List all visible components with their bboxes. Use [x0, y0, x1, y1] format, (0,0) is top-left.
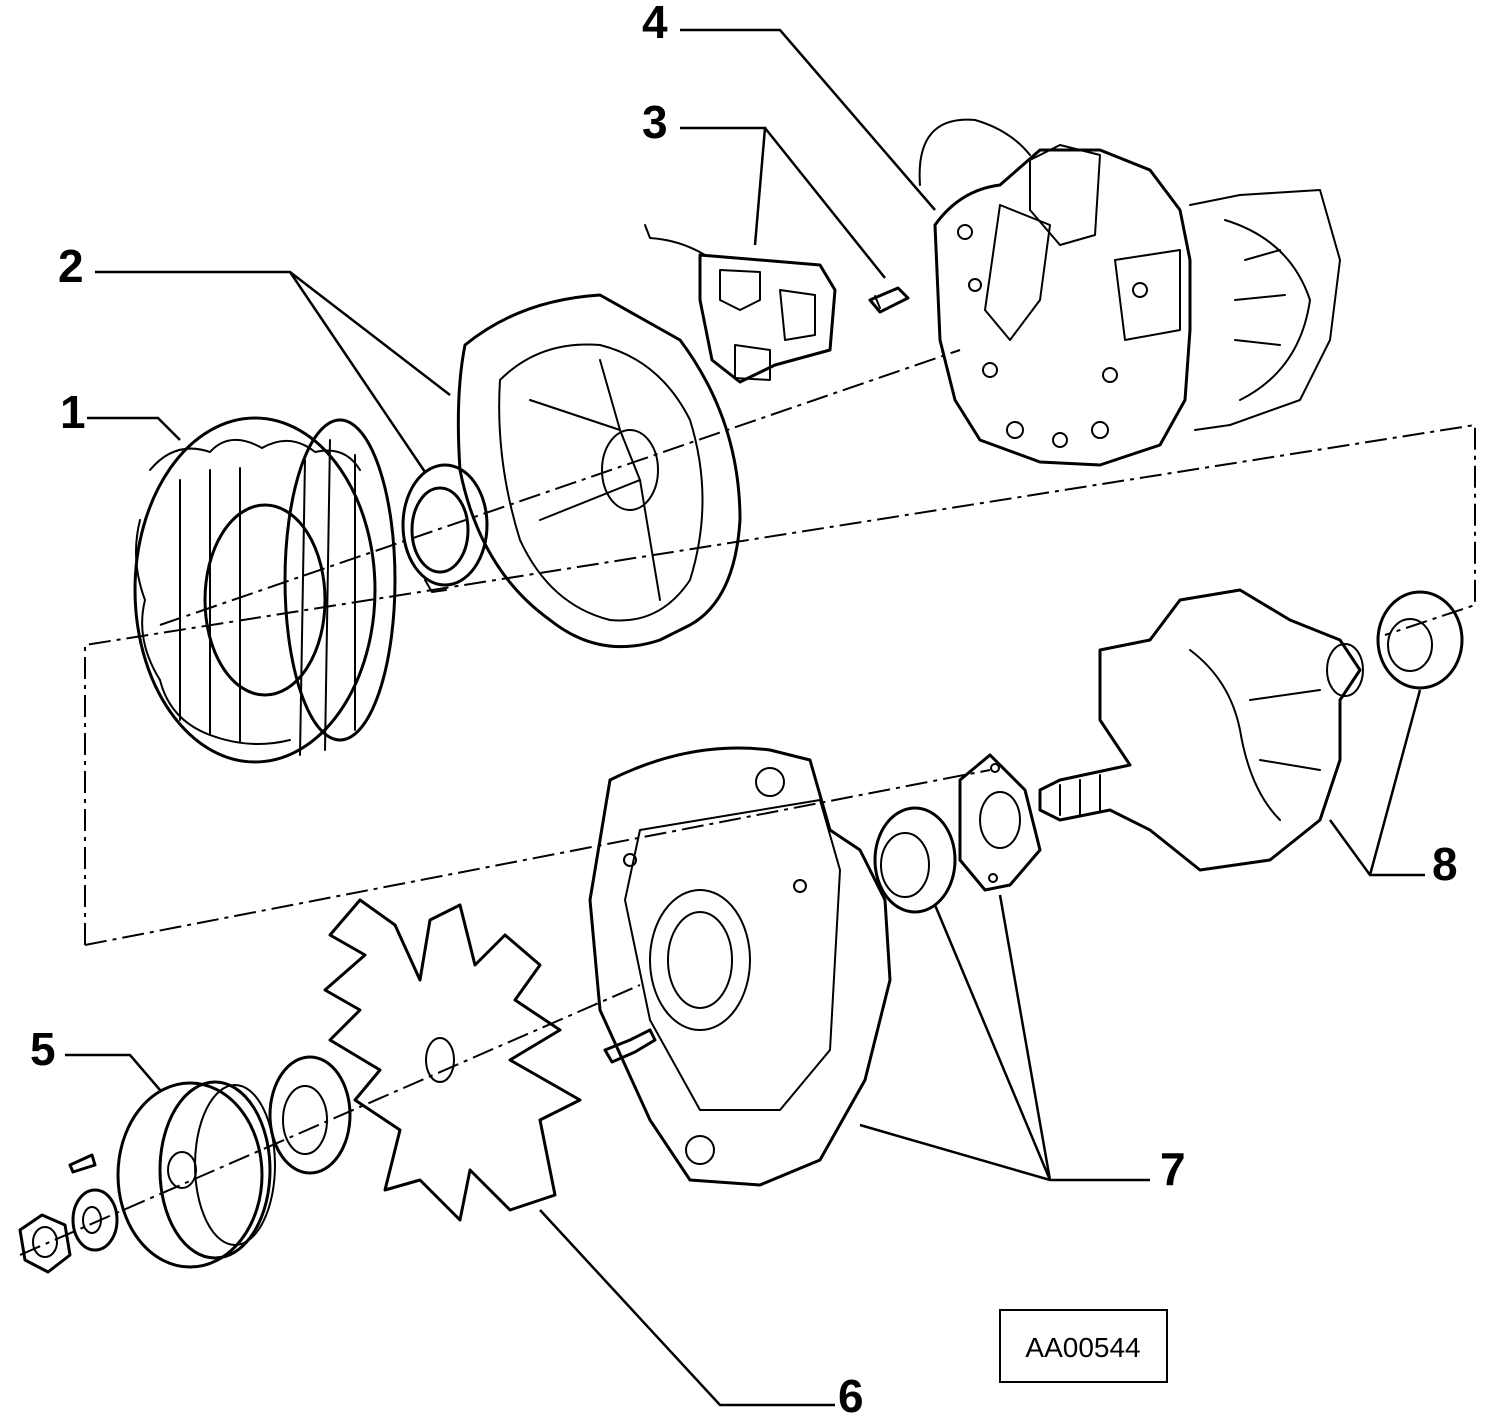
stator: [133, 416, 397, 764]
callout-4: 4: [642, 0, 668, 48]
callout-8: 8: [1432, 838, 1458, 890]
front-bearing: [873, 806, 957, 914]
woodruff-key: [68, 1153, 97, 1174]
cooling-fan: [323, 898, 582, 1222]
reference-code-box: AA00544: [999, 1309, 1168, 1383]
pulley-nut: [18, 1213, 72, 1274]
leader-lines: [65, 28, 1425, 1407]
callout-5: 5: [30, 1023, 56, 1075]
regulator-screw: [868, 286, 910, 314]
reference-code: AA00544: [1025, 1332, 1140, 1363]
rear-housing: [456, 293, 742, 649]
callout-6: 6: [838, 1370, 864, 1415]
rotor-rear-bearing: [1376, 590, 1464, 690]
callout-2: 2: [58, 240, 84, 292]
rectifier-plate: [918, 118, 1341, 467]
bearing-ring: [401, 463, 489, 593]
spring-washer: [71, 1188, 119, 1252]
front-housing: [588, 746, 892, 1187]
callout-1: 1: [60, 386, 86, 438]
callout-3: 3: [642, 96, 668, 148]
rotor: [1038, 588, 1364, 872]
spacer-ring: [268, 1055, 352, 1175]
assembly-axis: [19, 349, 1476, 1256]
voltage-regulator: [644, 224, 837, 384]
pulley: [116, 1080, 276, 1269]
bearing-retainer-plate: [958, 753, 1042, 892]
front-housing-screw: [603, 1028, 657, 1064]
callout-7: 7: [1160, 1143, 1186, 1195]
